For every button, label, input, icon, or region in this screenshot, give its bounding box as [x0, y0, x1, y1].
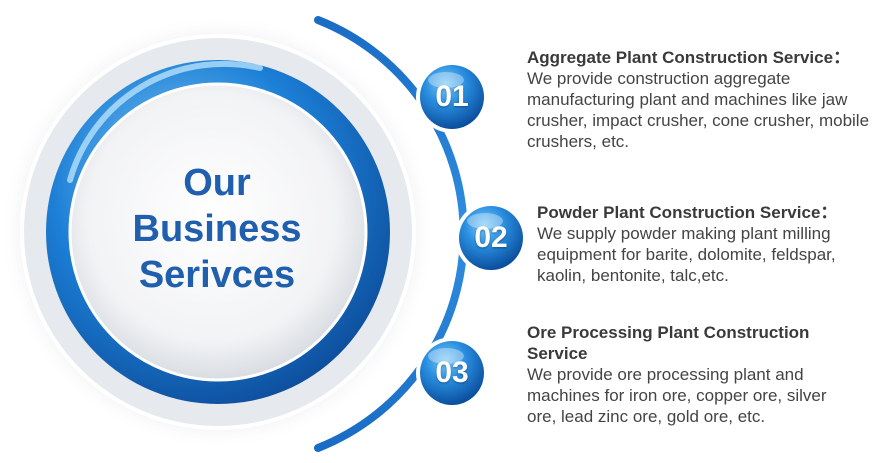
service-title: Ore Processing Plant Construction Servic…: [527, 323, 810, 363]
service-title: Powder Plant Construction Service：: [537, 203, 838, 222]
service-description: We supply powder making plant milling eq…: [537, 224, 836, 285]
service-description: We provide construction aggregate manufa…: [527, 69, 870, 151]
badge-02-number: 02: [474, 221, 508, 254]
center-title: Our Business Serivces: [82, 160, 352, 298]
service-title: Aggregate Plant Construction Service：: [527, 48, 851, 67]
inner-disk: [68, 82, 368, 382]
center-title-line-2: Business: [132, 208, 302, 250]
service-item-ore: Ore Processing Plant Construction Servic…: [527, 322, 847, 427]
ring-highlight: [67, 60, 263, 183]
badge-02: [455, 202, 527, 274]
service-item-powder: Powder Plant Construction Service： We su…: [537, 202, 877, 286]
center-title-line-1: Our: [183, 162, 251, 204]
service-item-aggregate: Aggregate Plant Construction Service： We…: [527, 47, 877, 152]
center-title-line-3: Serivces: [138, 254, 296, 296]
badge-03-number: 03: [435, 356, 469, 389]
badge-01: [416, 61, 488, 133]
badge-01-number: 01: [435, 80, 469, 113]
badge-03: [416, 337, 488, 409]
service-description: We provide ore processing plant and mach…: [527, 365, 827, 426]
